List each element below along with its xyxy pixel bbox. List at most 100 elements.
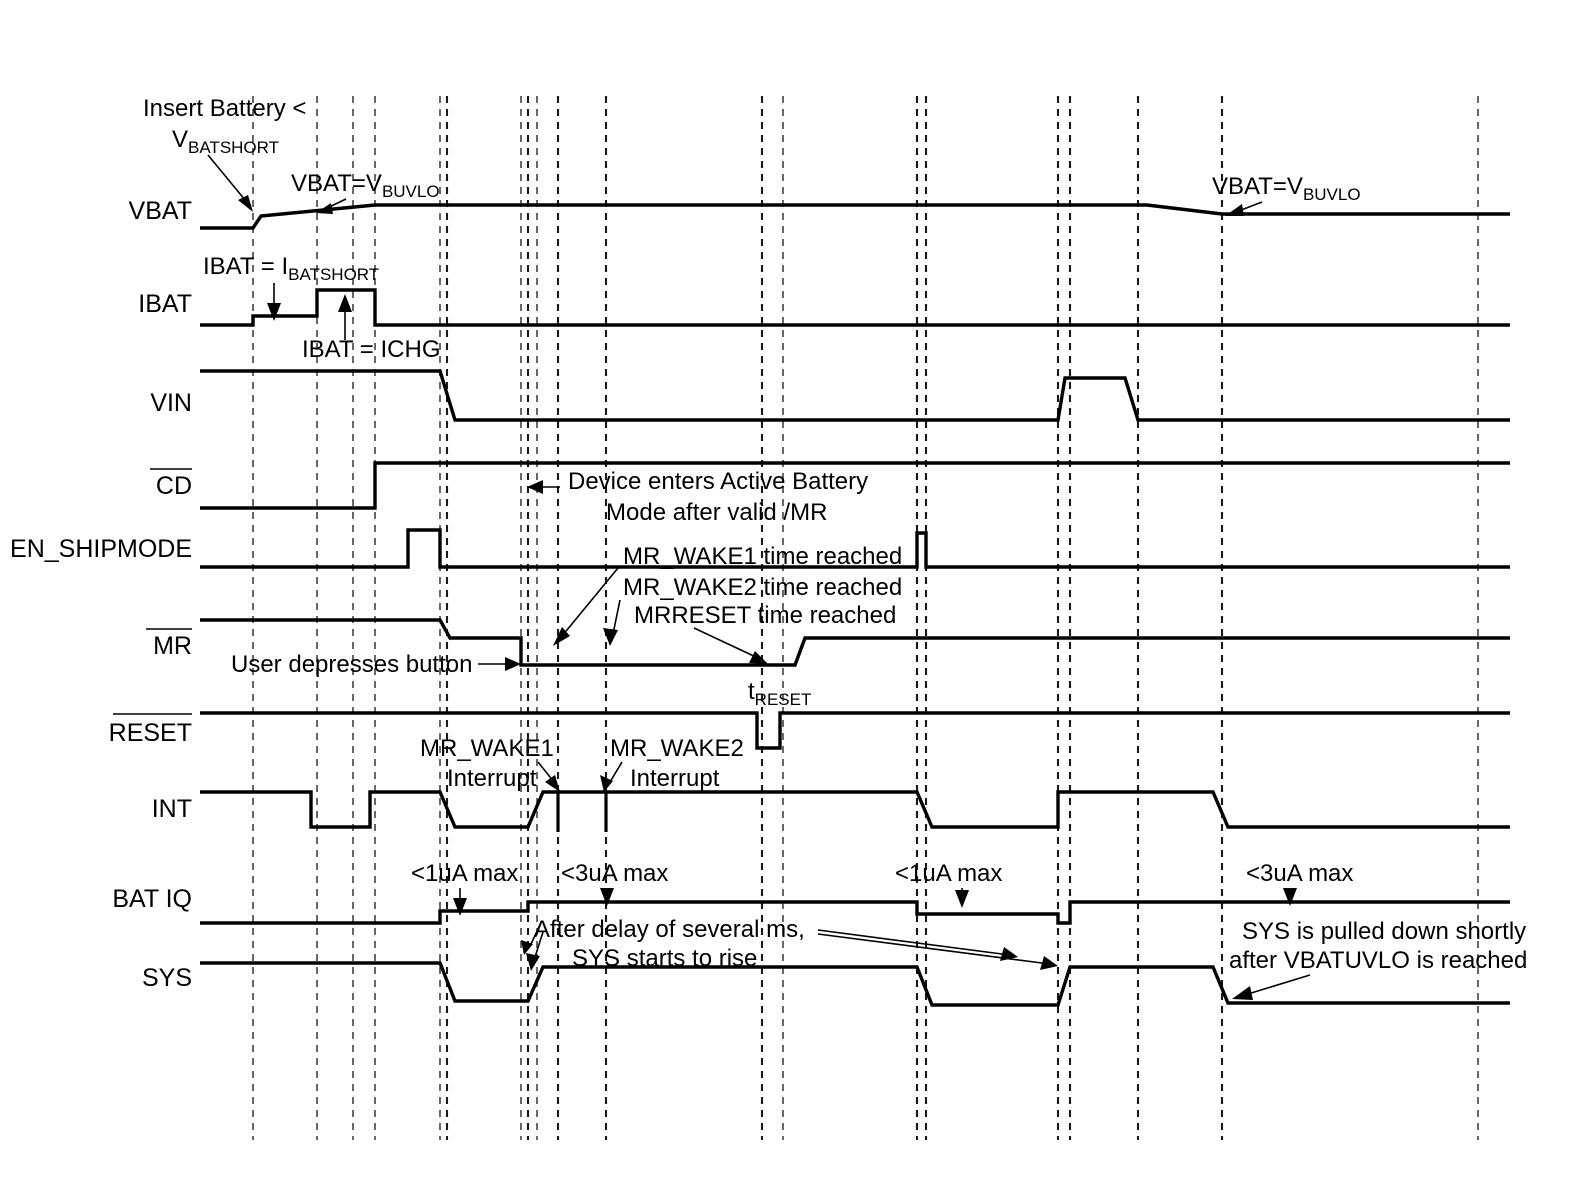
insert-battery-arrowhead — [238, 195, 253, 212]
signal-label-int: INT — [152, 795, 192, 823]
sys-delay-arrowhead-a — [521, 940, 533, 955]
waveform-ibat — [200, 288, 1510, 327]
waveform-mr — [200, 618, 1510, 667]
sys-delay-arrowhead-b — [526, 953, 540, 971]
mr-wake1-interrupt-arrowhead — [545, 775, 560, 792]
waveform-vbat — [200, 203, 1510, 230]
waveform-cd — [200, 461, 1510, 510]
vbat-buvlo-right-arrowhead — [1225, 204, 1244, 216]
mr-wake2-reached-arrowhead — [603, 628, 618, 646]
waveform-en-shipmode — [200, 528, 1510, 569]
sys-delay-arrowhead-long2 — [1000, 947, 1018, 961]
annotation-mr-wake1-interrupt: MR_WAKE1 Interrupt — [420, 735, 560, 792]
signal-label-mr: MR — [153, 632, 192, 660]
device-active-line1: Device enters Active Battery — [568, 468, 868, 495]
iq-1ua-right-text: <1uA max — [895, 860, 1002, 887]
treset-text: tRESET — [748, 678, 811, 709]
signal-label-ibat: IBAT — [138, 290, 192, 318]
mr-wake1-reached-text: MR_WAKE1 time reached — [623, 543, 902, 570]
signal-labels-group: VBAT IBAT VIN CD EN_SHIPMODE MR RESET IN… — [10, 197, 192, 992]
signal-label-vbat: VBAT — [129, 197, 192, 225]
signal-label-cd: CD — [156, 472, 192, 500]
treset-sub: RESET — [755, 690, 812, 709]
ibat-ichg-text: IBAT = ICHG — [302, 336, 440, 363]
vbat-buvlo-right-text: VBAT=VBUVLO — [1212, 173, 1361, 204]
ibat-batshort-main: IBAT = I — [203, 253, 288, 280]
device-active-line2: Mode after valid /MR — [606, 499, 827, 526]
annotation-iq-3ua-right: <3uA max — [1246, 860, 1353, 906]
mr-wake1-reached-leader — [561, 567, 619, 637]
user-depresses-arrowhead — [505, 657, 521, 671]
signal-label-en-shipmode: EN_SHIPMODE — [10, 535, 192, 563]
waveform-bat-iq — [200, 900, 1510, 925]
iq-3ua-right-text: <3uA max — [1246, 860, 1353, 887]
sys-pulldown-line1: SYS is pulled down shortly — [1242, 918, 1526, 945]
annotation-mr-wake2-interrupt: MR_WAKE2 Interrupt — [600, 735, 744, 792]
insert-battery-line2: VBATSHORT — [172, 126, 279, 157]
annotation-insert-battery: Insert Battery < VBATSHORT — [143, 95, 306, 212]
vbat-buvlo-right-sub: BUVLO — [1303, 185, 1361, 204]
mrreset-reached-arrowhead — [749, 651, 768, 664]
annotation-device-active-battery: Device enters Active Battery Mode after … — [527, 468, 868, 526]
sys-delay-arrowhead-long1 — [1040, 956, 1058, 970]
sys-pulldown-arrowhead — [1232, 986, 1253, 1000]
sys-delay-leader-a — [529, 924, 541, 947]
insert-battery-v: V — [172, 126, 188, 153]
sys-delay-leader-long2 — [817, 929, 1003, 955]
user-depresses-text: User depresses button — [231, 651, 472, 678]
ibat-batshort-text: IBAT = IBATSHORT — [203, 253, 379, 284]
mr-wake2-interrupt-line1: MR_WAKE2 — [610, 735, 744, 762]
iq-3ua-left-arrowhead — [600, 888, 614, 906]
annotation-vbat-buvlo-right: VBAT=VBUVLO — [1212, 173, 1361, 216]
annotation-iq-3ua-left: <3uA max — [561, 860, 668, 906]
vbat-buvlo-left-sub: BUVLO — [382, 182, 440, 201]
ibat-batshort-sub: BATSHORT — [288, 265, 379, 284]
mrreset-reached-leader — [693, 627, 759, 659]
annotation-time-reached-group: MR_WAKE1 time reached MR_WAKE2 time reac… — [553, 543, 902, 664]
ibat-ichg-arrowhead — [338, 294, 352, 312]
annotation-ibat-ichg: IBAT = ICHG — [302, 294, 440, 363]
annotation-vbat-buvlo-left: VBAT=VBUVLO — [291, 170, 440, 214]
annotation-treset: tRESET — [748, 678, 811, 709]
waveform-reset — [200, 711, 1510, 750]
mr-wake2-interrupt-line2: Interrupt — [630, 765, 720, 792]
ibat-batshort-arrowhead — [267, 303, 281, 321]
signal-label-vin: VIN — [150, 389, 192, 417]
waveforms-group — [200, 203, 1510, 1007]
annotation-iq-1ua-right: <1uA max — [895, 860, 1002, 908]
treset-main: t — [748, 678, 755, 705]
mr-wake2-interrupt-arrowhead — [600, 775, 613, 792]
mr-wake2-reached-leader — [612, 599, 621, 635]
waveform-vin — [200, 369, 1510, 422]
mr-wake2-reached-text: MR_WAKE2 time reached — [623, 574, 902, 601]
sys-delay-line1: After delay of several ms, — [534, 916, 805, 943]
mr-wake1-reached-arrowhead — [553, 627, 570, 646]
mr-wake1-interrupt-line2: Interrupt — [447, 765, 537, 792]
iq-1ua-right-arrowhead — [955, 890, 969, 908]
mr-wake1-interrupt-line1: MR_WAKE1 — [420, 735, 554, 762]
iq-1ua-left-text: <1uA max — [411, 860, 518, 887]
iq-3ua-right-arrowhead — [1283, 888, 1297, 906]
vbat-buvlo-left-main: VBAT=V — [291, 170, 382, 197]
iq-3ua-left-text: <3uA max — [561, 860, 668, 887]
mr-wake2-interrupt-leader — [609, 761, 623, 783]
signal-label-bat-iq: BAT IQ — [112, 885, 192, 913]
annotation-iq-1ua-left: <1uA max — [411, 860, 518, 916]
annotation-sys-pulldown: SYS is pulled down shortly after VBATUVL… — [1229, 918, 1527, 1000]
insert-battery-line1: Insert Battery < — [143, 95, 306, 122]
sys-delay-leader-b — [534, 931, 544, 958]
iq-1ua-left-arrowhead — [453, 898, 467, 916]
vbat-buvlo-left-arrowhead — [316, 203, 333, 214]
annotation-sys-delay: After delay of several ms, SYS starts to… — [521, 916, 1058, 972]
insert-battery-subscript: BATSHORT — [188, 138, 279, 157]
annotation-ibat-batshort: IBAT = IBATSHORT — [203, 253, 379, 321]
waveform-sys — [200, 961, 1510, 1007]
sys-delay-line2: SYS starts to rise — [572, 945, 757, 972]
signal-label-sys: SYS — [142, 964, 192, 992]
sys-pulldown-leader — [1247, 974, 1311, 995]
vbat-buvlo-left-text: VBAT=VBUVLO — [291, 170, 440, 201]
mrreset-reached-text: MRRESET time reached — [634, 602, 896, 629]
gridlines-group — [252, 96, 1479, 1140]
sys-pulldown-line2: after VBATUVLO is reached — [1229, 947, 1527, 974]
